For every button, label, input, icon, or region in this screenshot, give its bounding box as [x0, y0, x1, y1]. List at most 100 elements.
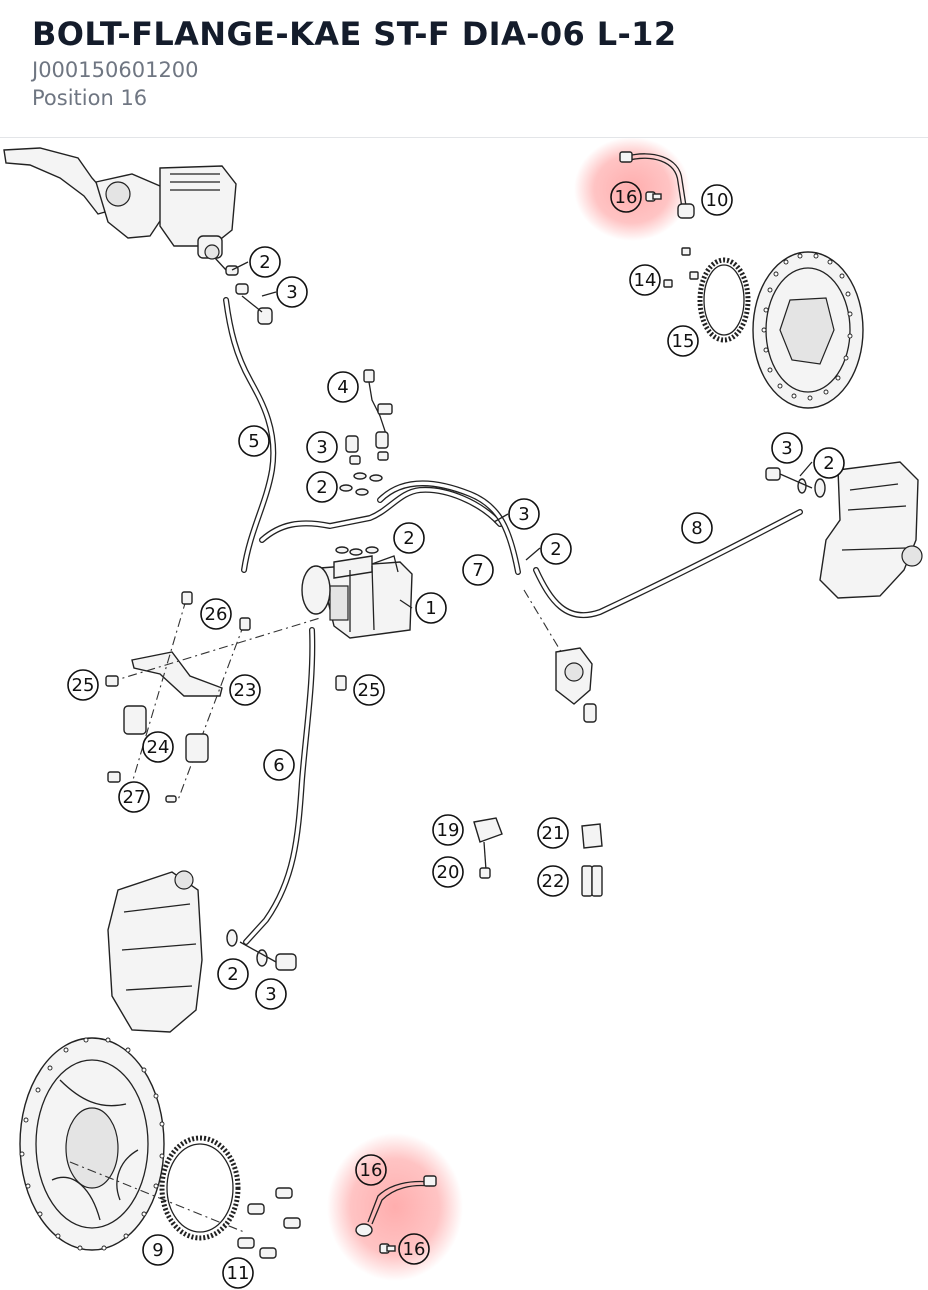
brake-pads-22[interactable]	[581, 865, 603, 897]
washers-center[interactable]	[335, 472, 383, 556]
callout-3[interactable]: 3	[306, 431, 338, 463]
flange-bolt-16-rear[interactable]	[645, 191, 662, 202]
svg-text:1: 1	[425, 598, 436, 619]
svg-text:26: 26	[205, 604, 228, 625]
exploded-parts-diagram[interactable]: 1 2 2 2 2 2 2 3 3 3 3 3 4 5 6 7 8 9 10 1…	[0, 138, 928, 1290]
part-clip-21[interactable]	[581, 823, 603, 849]
highlight-zone-top	[574, 138, 690, 241]
header-divider	[0, 137, 928, 138]
brake-hose-5[interactable]	[223, 297, 277, 573]
rear-wheel-speed-sensor[interactable]	[619, 151, 695, 219]
callout-16-highlighted[interactable]: 16	[610, 181, 642, 213]
callout-27[interactable]: 27	[118, 781, 150, 813]
callout-2[interactable]: 2	[217, 958, 249, 990]
brake-hose-8[interactable]	[533, 509, 803, 619]
callout-4[interactable]: 4	[327, 371, 359, 403]
callout-22[interactable]: 22	[537, 865, 569, 897]
callout-10[interactable]: 10	[701, 184, 733, 216]
callout-24[interactable]: 24	[142, 731, 174, 763]
callout-16-highlighted[interactable]: 16	[355, 1154, 387, 1186]
svg-text:2: 2	[227, 964, 238, 985]
pressure-sensor-4[interactable]	[363, 369, 393, 435]
callout-3[interactable]: 3	[771, 432, 803, 464]
svg-text:9: 9	[152, 1240, 163, 1261]
rear-master-cylinder[interactable]	[523, 589, 597, 723]
svg-text:2: 2	[316, 477, 327, 498]
callout-15[interactable]: 15	[667, 325, 699, 357]
svg-text:8: 8	[691, 518, 702, 539]
svg-text:3: 3	[316, 437, 327, 458]
svg-text:21: 21	[542, 823, 565, 844]
callout-19[interactable]: 19	[432, 814, 464, 846]
svg-text:3: 3	[286, 282, 297, 303]
abs-mounting-bracket[interactable]	[105, 591, 347, 803]
rear-abs-sensor-ring[interactable]	[663, 247, 751, 343]
svg-text:16: 16	[360, 1160, 383, 1181]
part-clip-19[interactable]	[473, 817, 503, 879]
flange-bolt-16-front[interactable]	[379, 1243, 396, 1254]
svg-text:14: 14	[634, 270, 657, 291]
callout-1[interactable]: 1	[415, 592, 447, 624]
callout-2[interactable]: 2	[393, 522, 425, 554]
callout-3[interactable]: 3	[508, 498, 540, 530]
callout-26[interactable]: 26	[200, 598, 232, 630]
rear-caliper[interactable]	[765, 461, 923, 599]
svg-text:19: 19	[437, 820, 460, 841]
part-position: Position 16	[32, 86, 148, 110]
front-wheel-speed-sensor[interactable]	[355, 1175, 437, 1237]
callout-2[interactable]: 2	[813, 447, 845, 479]
svg-text:7: 7	[472, 560, 483, 581]
callout-21[interactable]: 21	[537, 817, 569, 849]
svg-text:2: 2	[403, 528, 414, 549]
part-header: BOLT-FLANGE-KAE ST-F DIA-06 L-12 J000150…	[0, 0, 928, 137]
svg-text:2: 2	[259, 252, 270, 273]
callout-14[interactable]: 14	[629, 264, 661, 296]
front-brake-disc[interactable]	[19, 1037, 245, 1251]
svg-text:11: 11	[227, 1263, 250, 1284]
svg-text:15: 15	[672, 331, 695, 352]
callout-23[interactable]: 23	[229, 674, 261, 706]
abs-modulator-unit[interactable]	[301, 555, 413, 639]
svg-text:2: 2	[823, 453, 834, 474]
rear-brake-disc[interactable]	[752, 251, 864, 409]
callout-20[interactable]: 20	[432, 856, 464, 888]
svg-text:3: 3	[781, 438, 792, 459]
svg-text:24: 24	[147, 737, 170, 758]
callout-9[interactable]: 9	[142, 1234, 174, 1266]
banjo-bolts-center[interactable]	[345, 431, 389, 465]
svg-text:5: 5	[248, 431, 259, 452]
callout-2[interactable]: 2	[540, 533, 572, 565]
svg-text:3: 3	[265, 984, 276, 1005]
brake-hose-6[interactable]	[243, 627, 316, 945]
svg-text:3: 3	[518, 504, 529, 525]
svg-text:20: 20	[437, 862, 460, 883]
callout-2[interactable]: 2	[249, 246, 281, 278]
callout-2[interactable]: 2	[306, 471, 338, 503]
callout-6[interactable]: 6	[263, 749, 295, 781]
svg-text:23: 23	[234, 680, 257, 701]
svg-text:22: 22	[542, 871, 565, 892]
svg-text:25: 25	[72, 675, 95, 696]
highlight-zone-bottom	[327, 1133, 463, 1281]
callout-7[interactable]: 7	[462, 554, 494, 586]
brake-lever-master-cylinder[interactable]	[3, 147, 237, 271]
callout-16-highlighted[interactable]: 16	[398, 1233, 430, 1265]
callout-5[interactable]: 5	[238, 425, 270, 457]
svg-text:6: 6	[273, 755, 284, 776]
svg-text:27: 27	[123, 787, 146, 808]
callout-3[interactable]: 3	[255, 978, 287, 1010]
svg-text:4: 4	[337, 377, 348, 398]
part-number: J000150601200	[32, 58, 199, 82]
banjo-bolt-upper[interactable]	[225, 265, 273, 325]
svg-text:16: 16	[615, 187, 638, 208]
callout-11[interactable]: 11	[222, 1257, 254, 1289]
svg-text:10: 10	[706, 190, 729, 211]
brake-pipe-upper[interactable]	[259, 480, 521, 575]
front-abs-sensor-ring[interactable]	[159, 1135, 301, 1259]
callout-25[interactable]: 25	[353, 674, 385, 706]
svg-text:25: 25	[358, 680, 381, 701]
front-caliper[interactable]	[107, 870, 297, 1033]
callout-8[interactable]: 8	[681, 512, 713, 544]
callout-3[interactable]: 3	[276, 276, 308, 308]
callout-25[interactable]: 25	[67, 669, 99, 701]
